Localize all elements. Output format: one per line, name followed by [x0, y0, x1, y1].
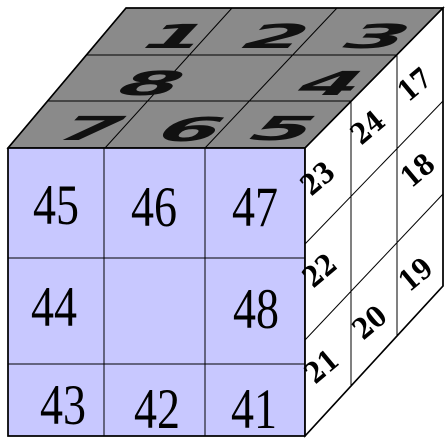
- front-cell-45: 45: [33, 174, 79, 237]
- front-cell-44: 44: [31, 276, 77, 339]
- front-cell-41: 41: [231, 378, 277, 441]
- front-cell-43: 43: [40, 374, 86, 437]
- front-cell-46: 46: [131, 176, 177, 239]
- front-cell-48: 48: [233, 278, 279, 341]
- front-cell-42: 42: [134, 378, 180, 441]
- front-cell-47: 47: [232, 176, 278, 239]
- front-face: 45 46 47 44 48 43 42 41: [8, 148, 305, 441]
